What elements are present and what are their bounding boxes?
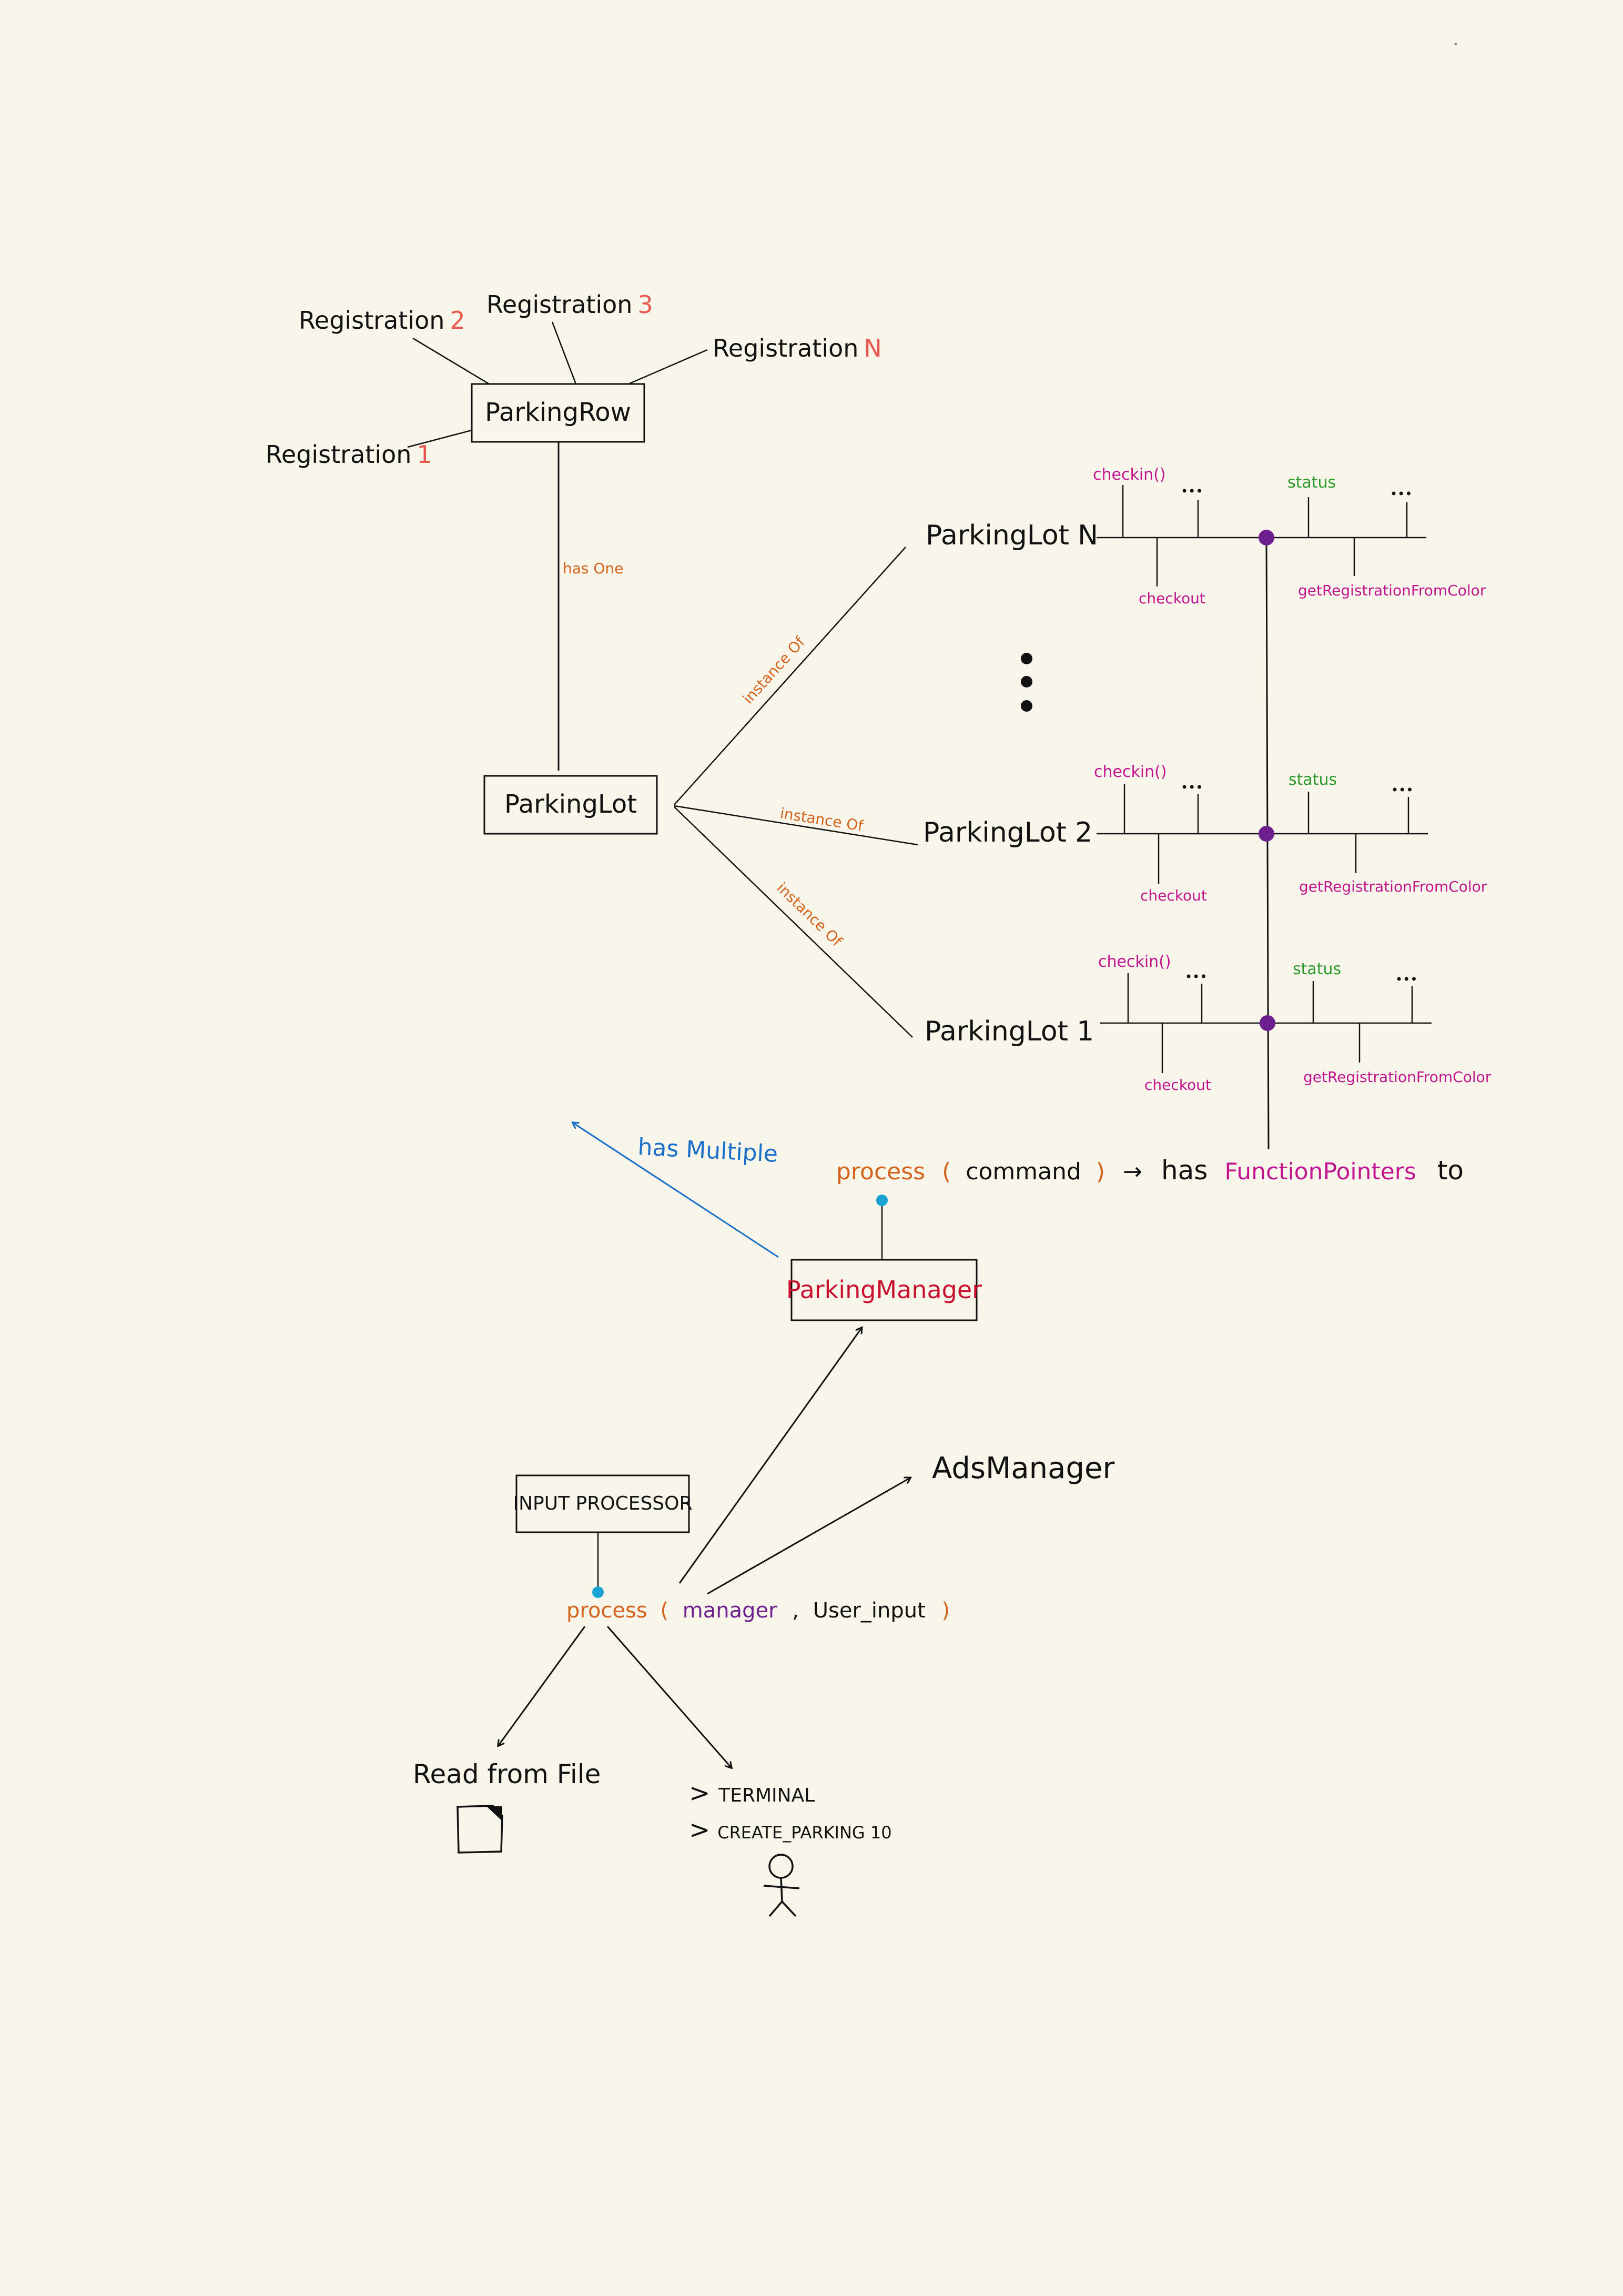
- manager-process-node: [876, 1195, 888, 1206]
- instance-of-label-1: instance Of: [773, 879, 846, 950]
- get-registration-label: getRegistrationFromColor: [1303, 1068, 1492, 1086]
- instance-of-label-n: instance Of: [739, 633, 809, 707]
- registration-1-line: [407, 429, 472, 448]
- get-registration-label: getRegistrationFromColor: [1298, 582, 1486, 599]
- status-label: status: [1287, 473, 1336, 492]
- parking-manager-label: ParkingManager: [786, 1276, 982, 1304]
- input-processor-box: [515, 1474, 690, 1533]
- function-tree-2: checkin() ••• checkout status ••• getReg…: [1094, 763, 1487, 904]
- checkin-label: checkin(): [1094, 763, 1167, 781]
- checkin-label: checkin(): [1098, 953, 1171, 971]
- ellipsis-icon: •••: [1395, 972, 1417, 987]
- read-from-file-label: Read from File: [413, 1759, 601, 1789]
- input-process-signature: process ( manager , User_input ): [566, 1599, 950, 1623]
- terminal-group: >TERMINAL >CREATE_PARKING 10: [689, 1778, 892, 1917]
- ellipsis-icon: •••: [1181, 780, 1203, 795]
- input-processor-group: INPUT PROCESSOR process ( manager , User…: [499, 1328, 950, 1767]
- corner-dot: [1454, 43, 1457, 46]
- ellipsis-icon: •••: [1390, 487, 1412, 501]
- status-label: status: [1289, 771, 1337, 789]
- registration-2-line: [412, 337, 490, 385]
- to-ads-manager-arrow: [707, 1478, 910, 1595]
- instance-line-2: [674, 805, 918, 846]
- checkin-label: checkin(): [1093, 466, 1166, 484]
- terminal-line-1: >TERMINAL: [689, 1778, 815, 1808]
- ellipsis-icon: •••: [1181, 484, 1203, 499]
- has-one-label: has One: [563, 560, 623, 577]
- instance-line-1: [674, 806, 913, 1038]
- to-terminal-arrow: [606, 1626, 731, 1767]
- to-read-file-arrow: [499, 1626, 586, 1745]
- checkout-label: checkout: [1144, 1076, 1211, 1094]
- has-multiple-label: has Multiple: [637, 1134, 778, 1168]
- checkout-label: checkout: [1139, 590, 1205, 607]
- registration-3-line: [551, 321, 577, 385]
- ellipsis-icon: •••: [1185, 969, 1207, 984]
- lot-2-node: [1259, 826, 1274, 842]
- status-label: status: [1293, 960, 1341, 978]
- parking-manager-group: ParkingManager has Multiple process ( co…: [573, 1123, 1464, 1321]
- read-from-file-group: Read from File: [413, 1759, 601, 1854]
- parking-lot-box: [483, 775, 658, 835]
- input-process-node: [592, 1586, 604, 1598]
- parking-row-label: ParkingRow: [485, 398, 631, 427]
- function-trunk-line: [1265, 537, 1270, 1150]
- parking-lot-group: ParkingLot instance Of instance Of insta…: [483, 547, 918, 1038]
- parking-manager-box: [790, 1259, 978, 1321]
- ads-manager-label: AdsManager: [932, 1451, 1115, 1485]
- function-tree-1: checkin() ••• checkout status ••• getReg…: [1098, 953, 1492, 1094]
- get-registration-label: getRegistrationFromColor: [1299, 878, 1487, 895]
- to-parking-manager-arrow: [678, 1328, 861, 1584]
- terminal-line-2: >CREATE_PARKING 10: [689, 1815, 892, 1845]
- user-stick-figure-icon: [763, 1854, 800, 1917]
- ellipsis-icon: •••: [1391, 783, 1413, 797]
- instance-line-n: [674, 547, 906, 805]
- has-multiple-arrow: [573, 1123, 779, 1258]
- function-tree-n: checkin() ••• checkout status ••• getReg…: [1093, 466, 1486, 607]
- parking-lot-label: ParkingLot: [504, 790, 637, 819]
- file-icon: [457, 1805, 503, 1854]
- lot-n-node: [1259, 530, 1274, 545]
- manager-process-signature: process ( command ) → has FunctionPointe…: [836, 1155, 1464, 1186]
- registration-n-line: [628, 349, 708, 385]
- instance-of-label-2: instance Of: [779, 804, 865, 835]
- vertical-ellipsis-icon: [1021, 653, 1032, 712]
- lot-1-node: [1260, 1015, 1275, 1031]
- checkout-label: checkout: [1140, 887, 1207, 904]
- input-processor-label: INPUT PROCESSOR: [513, 1493, 692, 1514]
